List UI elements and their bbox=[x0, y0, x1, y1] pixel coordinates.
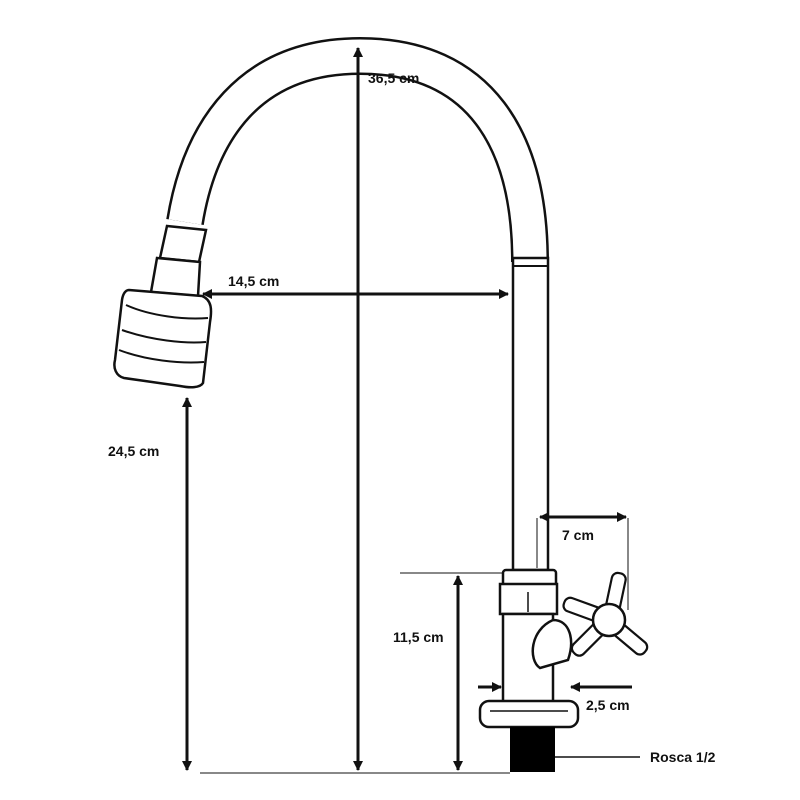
base-flange bbox=[478, 699, 580, 729]
thread-rosca bbox=[510, 727, 555, 772]
label-body-diameter: 2,5 cm bbox=[586, 697, 630, 713]
cross-handle bbox=[562, 571, 649, 657]
label-height-total: 36,5 cm bbox=[368, 70, 419, 86]
label-thread: Rosca 1/2 bbox=[650, 749, 716, 765]
extension-lines bbox=[200, 518, 629, 774]
valve-body bbox=[498, 568, 573, 706]
spray-head bbox=[113, 224, 213, 389]
riser-pipe bbox=[511, 256, 550, 572]
dimension-arrows bbox=[182, 47, 640, 771]
label-handle-span: 7 cm bbox=[562, 527, 594, 543]
label-spout-height: 24,5 cm bbox=[108, 443, 159, 459]
label-body-height: 11,5 cm bbox=[393, 629, 444, 645]
label-reach: 14,5 cm bbox=[228, 273, 279, 289]
